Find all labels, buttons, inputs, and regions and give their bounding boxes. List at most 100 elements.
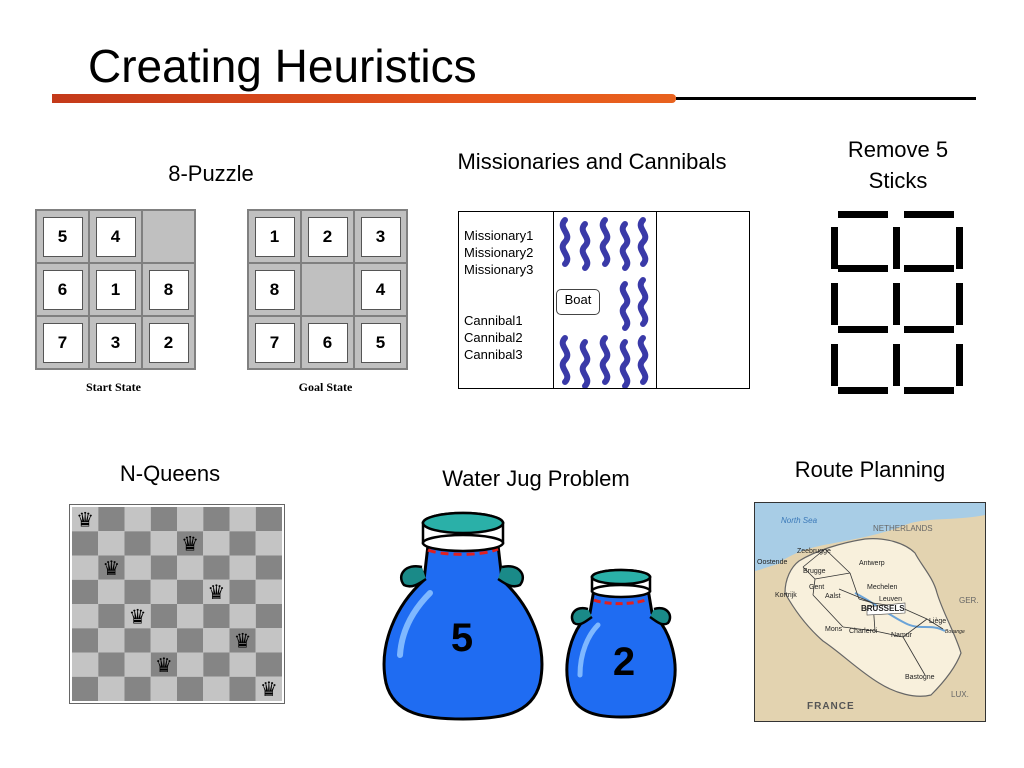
stick-bottom-right <box>904 387 954 394</box>
stick-bottom-left <box>838 387 888 394</box>
map-label-brussels: BRUSSELS <box>861 604 905 613</box>
start-cell: 4 <box>90 211 141 262</box>
goal-tile: 1 <box>254 216 295 257</box>
chessboard: ♛♛♛♛♛♛♛♛ <box>69 504 285 704</box>
goal-blank-cell <box>302 264 353 315</box>
right-bank-divider <box>656 212 657 388</box>
chess-square <box>203 507 230 532</box>
stick-mid1-right <box>904 265 954 272</box>
chess-square <box>229 507 256 532</box>
cannibal-2: Cannibal2 <box>464 330 523 345</box>
chess-square <box>98 628 125 653</box>
start-tile: 3 <box>95 322 136 363</box>
map-label-netherlands: NETHERLANDS <box>873 524 933 533</box>
wave <box>619 339 631 388</box>
chess-square <box>229 579 256 604</box>
chess-square <box>150 604 177 629</box>
chess-square <box>72 628 99 653</box>
chess-square <box>177 531 204 556</box>
goal-tile: 4 <box>360 269 401 310</box>
title-underline-red <box>52 94 676 103</box>
chess-square <box>150 652 177 677</box>
chess-square <box>150 531 177 556</box>
chess-square <box>124 652 151 677</box>
goal-cell: 3 <box>355 211 406 262</box>
goal-cell: 1 <box>249 211 300 262</box>
wave <box>579 221 591 271</box>
goal-tile: 8 <box>254 269 295 310</box>
chess-square <box>203 579 230 604</box>
chess-square <box>72 676 99 701</box>
caption-sticks-line2: Sticks <box>868 168 928 193</box>
queen-icon: ♛ <box>102 556 120 580</box>
chess-square <box>229 676 256 701</box>
cannibal-1: Cannibal1 <box>464 313 523 328</box>
caption-sticks-line1: Remove 5 <box>847 137 949 162</box>
stick-mid1-left <box>838 265 888 272</box>
start-cell: 1 <box>90 264 141 315</box>
missionary-3: Missionary3 <box>464 262 534 277</box>
chess-square <box>124 507 151 532</box>
river-diagram <box>458 211 750 389</box>
cannibal-list: Cannibal1 Cannibal2 Cannibal3 <box>464 312 523 363</box>
chess-square <box>98 531 125 556</box>
chess-square <box>72 507 99 532</box>
stick-v-r2-c1 <box>831 283 838 325</box>
stick-v-r2-c2 <box>893 283 900 325</box>
map-label-charleroi: Charleroi <box>849 628 878 635</box>
map-label-brugge: Brugge <box>803 568 826 575</box>
chess-square <box>177 555 204 580</box>
chess-square <box>229 604 256 629</box>
wave <box>599 217 611 267</box>
goal-cell: 8 <box>249 264 300 315</box>
chess-square <box>203 555 230 580</box>
stick-v-r1-c1 <box>831 227 838 269</box>
goal-tile: 3 <box>360 216 401 257</box>
chess-square <box>150 507 177 532</box>
map-label-bovange: Bovange <box>945 629 965 635</box>
queen-icon: ♛ <box>76 507 94 531</box>
start-tile: 2 <box>148 322 189 363</box>
goal-cell: 4 <box>355 264 406 315</box>
goal-cell: 6 <box>302 317 353 368</box>
chess-square <box>229 555 256 580</box>
chess-square <box>229 652 256 677</box>
start-tile: 7 <box>42 322 83 363</box>
start-tile: 6 <box>42 269 83 310</box>
map-label-mons: Mons <box>825 626 843 633</box>
chess-square <box>229 531 256 556</box>
goal-tile: 5 <box>360 322 401 363</box>
goal-tile: 7 <box>254 322 295 363</box>
chessboard-grid: ♛♛♛♛♛♛♛♛ <box>72 507 282 701</box>
chess-square <box>98 507 125 532</box>
chess-square <box>203 604 230 629</box>
map-label-bastogne: Bastogne <box>905 674 935 681</box>
wave <box>579 339 591 388</box>
chess-square <box>203 628 230 653</box>
chess-square <box>98 555 125 580</box>
wave <box>637 277 649 327</box>
map-label-antwerp: Antwerp <box>859 560 885 567</box>
caption-8-puzzle: 8-Puzzle <box>168 161 254 186</box>
stick-v-r2-c3 <box>956 283 963 325</box>
chess-square <box>203 676 230 701</box>
chess-square <box>255 676 282 701</box>
wave <box>559 335 571 385</box>
stick-v-r1-c2 <box>893 227 900 269</box>
wave <box>637 335 649 385</box>
stick-top-left <box>838 211 888 218</box>
map-label-liege: Liège <box>929 618 946 625</box>
caption-sticks: Remove 5 Sticks <box>820 134 976 196</box>
jug-small: 2 <box>565 568 677 719</box>
water-jugs: 5 2 <box>382 511 677 721</box>
goal-tile: 2 <box>307 216 348 257</box>
jug-large-label: 5 <box>451 616 473 660</box>
chess-square <box>98 676 125 701</box>
caption-route-planning: Route Planning <box>794 457 946 482</box>
start-cell: 5 <box>37 211 88 262</box>
queen-icon: ♛ <box>155 653 173 677</box>
start-cell: 2 <box>143 317 194 368</box>
map-label-namur: Namur <box>891 632 913 639</box>
chess-square <box>98 604 125 629</box>
